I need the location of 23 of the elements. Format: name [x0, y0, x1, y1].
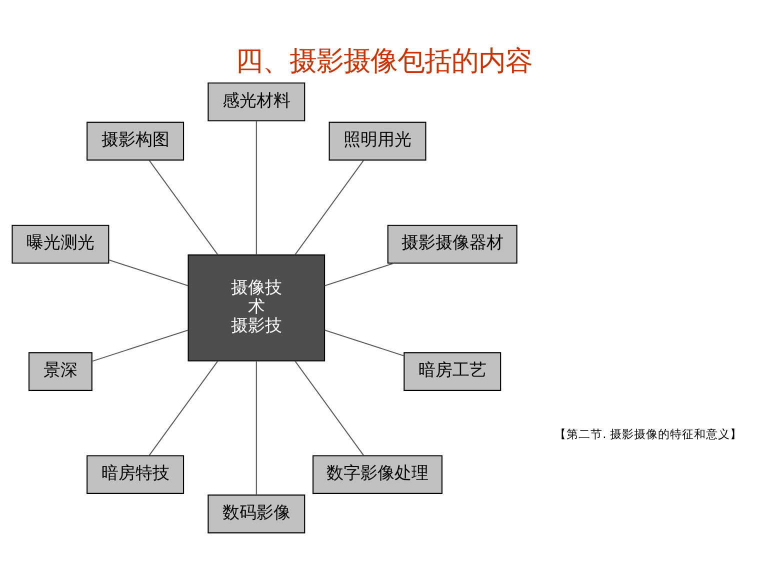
node-box: 数码影像: [208, 494, 306, 533]
node-box: 照明用光: [328, 121, 426, 160]
node-box: 摄像技 术 摄影技: [188, 254, 326, 361]
connector: [324, 329, 404, 356]
node-box: 感光材料: [208, 82, 306, 121]
node-box: 数字影像处理: [312, 454, 443, 494]
connector: [108, 258, 188, 286]
node-box: 暗房特技: [86, 454, 184, 494]
connector: [294, 360, 364, 456]
node-box: 摄影摄像器材: [387, 224, 518, 264]
node-box: 暗房工艺: [404, 352, 502, 390]
node-box: 曝光测光: [12, 224, 110, 264]
connector: [256, 120, 257, 254]
connector: [324, 262, 394, 286]
connector: [148, 360, 218, 456]
caption: 【第二节. 摄影摄像的特征和意义】: [554, 426, 742, 441]
connector: [294, 160, 364, 254]
connector: [148, 160, 218, 254]
connector: [256, 360, 257, 494]
node-box: 摄影构图: [86, 121, 184, 160]
connector: [92, 329, 188, 362]
diagram-title: 四、摄影摄像包括的内容: [236, 46, 532, 77]
node-box: 景深: [28, 352, 92, 390]
